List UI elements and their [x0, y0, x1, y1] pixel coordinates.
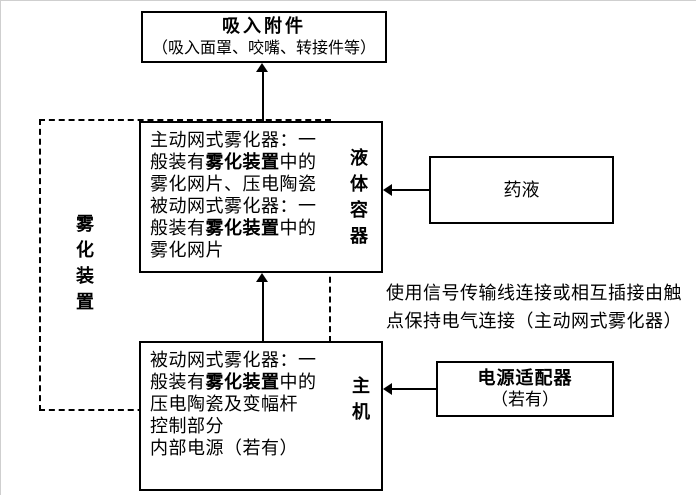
- connection-note: 使用信号传输线连接或相互插接由触 点保持电气连接（主动网式雾化器）: [386, 279, 696, 335]
- text-line: 雾化网片、压电陶瓷: [150, 174, 317, 194]
- arrow-medicine-to-container-line: [391, 189, 429, 191]
- power-adapter-box: 电源适配器 （若有）: [436, 361, 614, 417]
- power-adapter-title: 电源适配器: [477, 368, 573, 388]
- arrow-host-to-container-line: [262, 281, 264, 341]
- text-line: 内部电源（若有）: [150, 438, 298, 458]
- arrow-container-to-inhale-line: [262, 71, 264, 121]
- inhale-accessory-subtitle: （吸入面罩、咬嘴、转接件等）: [151, 40, 376, 57]
- inhale-accessory-box: 吸入附件 （吸入面罩、咬嘴、转接件等）: [141, 11, 387, 63]
- host-text: 被动网式雾化器：一 般装有雾化装置中的 压电陶瓷及变幅杆 控制部分 内部电源（若…: [141, 343, 381, 459]
- arrow-left-icon: [383, 184, 392, 196]
- text-line: 雾化网片: [150, 240, 224, 260]
- liquid-container-text: 主动网式雾化器：一 般装有雾化装置中的 雾化网片、压电陶瓷 被动网式雾化器：一 …: [141, 123, 381, 261]
- connection-note-line1: 使用信号传输线连接或相互插接由触: [386, 283, 682, 303]
- host-label: 主机: [352, 376, 370, 422]
- medicine-label: 药液: [503, 180, 540, 200]
- text-line: 般装有雾化装置中的: [150, 152, 317, 172]
- host-box: 被动网式雾化器：一 般装有雾化装置中的 压电陶瓷及变幅杆 控制部分 内部电源（若…: [139, 341, 383, 491]
- text-line: 被动网式雾化器：一: [150, 350, 317, 370]
- liquid-container-box: 主动网式雾化器：一 般装有雾化装置中的 雾化网片、压电陶瓷 被动网式雾化器：一 …: [139, 121, 383, 273]
- liquid-container-label: 液体容器: [350, 148, 368, 246]
- text-line: 主动网式雾化器：一: [150, 130, 317, 150]
- text-line: 被动网式雾化器：一: [150, 196, 317, 216]
- atomizer-group-label: 雾化装置: [76, 214, 94, 312]
- text-line: 控制部分: [150, 416, 224, 436]
- connection-note-line2: 点保持电气连接（主动网式雾化器）: [386, 311, 682, 331]
- inhale-accessory-title: 吸入附件: [222, 16, 306, 36]
- medicine-box: 药液: [429, 156, 614, 224]
- text-line: 般装有雾化装置中的: [150, 372, 317, 392]
- arrow-left-icon: [383, 383, 392, 395]
- arrow-up-icon: [256, 63, 268, 72]
- text-line: 般装有雾化装置中的: [150, 218, 317, 238]
- arrow-adapter-to-host-line: [391, 388, 436, 390]
- power-adapter-subtitle: （若有）: [491, 390, 559, 409]
- text-line: 压电陶瓷及变幅杆: [150, 394, 298, 414]
- arrow-up-icon: [256, 273, 268, 282]
